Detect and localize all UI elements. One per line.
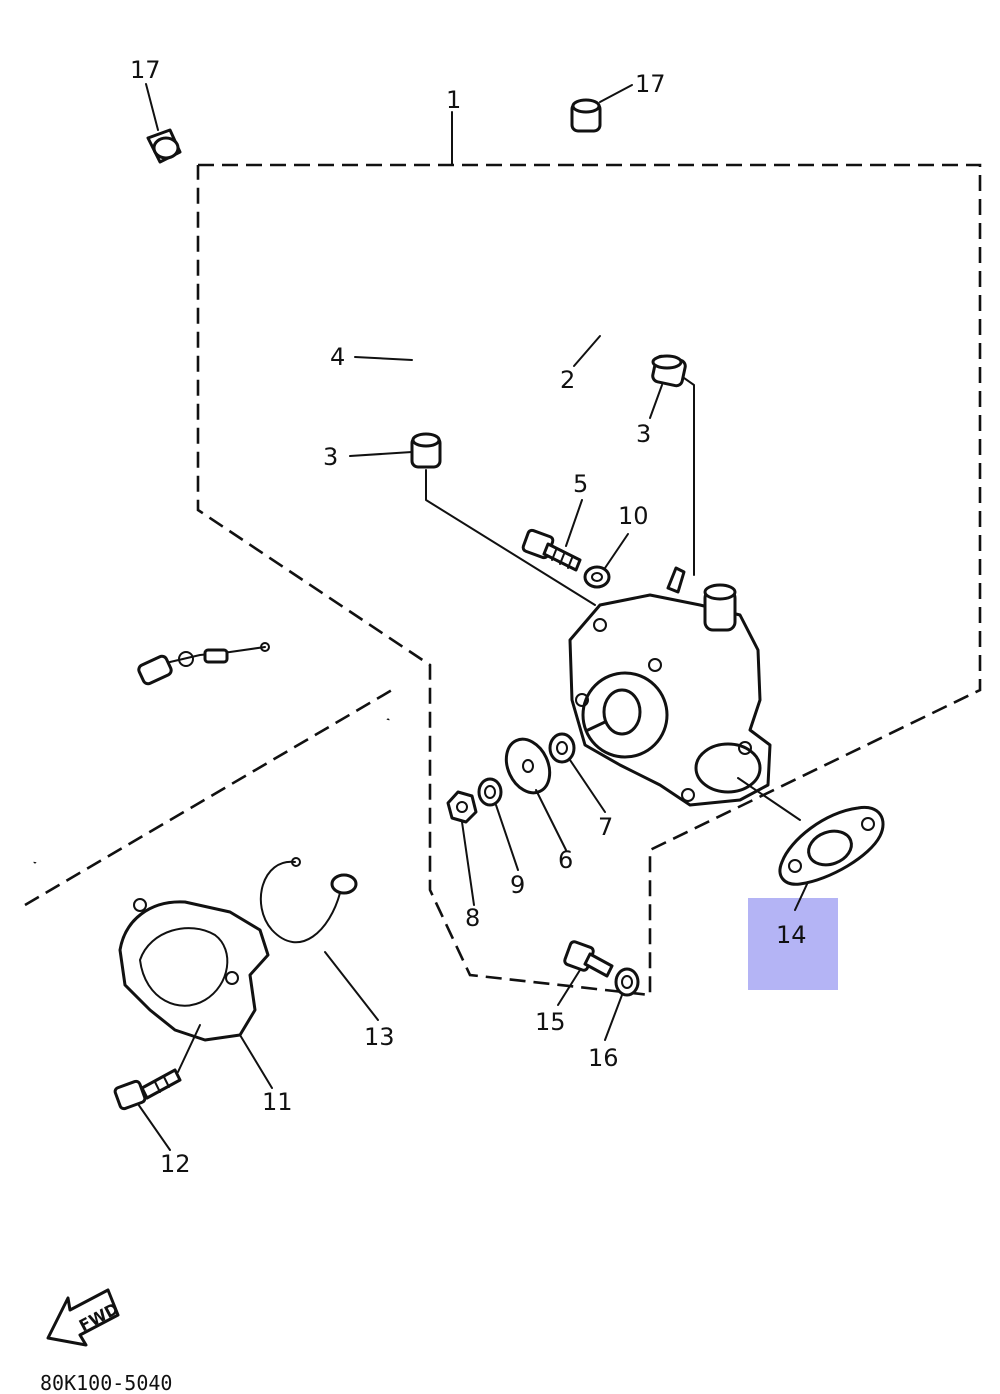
leader-6 bbox=[535, 789, 567, 851]
fwd-arrow-icon: FWD bbox=[46, 1288, 122, 1347]
part-7-washer[interactable] bbox=[548, 732, 576, 764]
leader-14-label bbox=[794, 881, 809, 911]
leader-7 bbox=[569, 759, 606, 813]
leader-12-to-cover bbox=[177, 1024, 201, 1073]
part-14-gasket[interactable] bbox=[778, 805, 885, 886]
callout-17-left: 17 bbox=[130, 56, 161, 84]
leader-9 bbox=[495, 804, 519, 871]
part-14-highlight[interactable] bbox=[748, 898, 838, 990]
part-8-nut[interactable] bbox=[446, 790, 478, 824]
part-2-hose[interactable] bbox=[576, 174, 646, 358]
part-15-bolt[interactable] bbox=[563, 940, 614, 978]
leader-17-right bbox=[599, 84, 633, 103]
part-17-cap-left[interactable] bbox=[146, 128, 182, 164]
leader-16 bbox=[604, 994, 623, 1041]
drawing-code: 80K100-5040 bbox=[40, 1371, 172, 1394]
leader-17-left bbox=[145, 83, 159, 131]
part-16-washer[interactable] bbox=[614, 967, 640, 997]
leader-10 bbox=[604, 533, 629, 569]
callout-15: 15 bbox=[535, 1008, 566, 1036]
part-6-disc[interactable] bbox=[498, 732, 558, 800]
callout-11: 11 bbox=[262, 1088, 293, 1116]
callout-13: 13 bbox=[364, 1023, 395, 1051]
callout-5: 5 bbox=[573, 470, 588, 498]
callout-6: 6 bbox=[558, 846, 573, 874]
callout-1: 1 bbox=[446, 86, 461, 114]
throttle-cable[interactable] bbox=[31, 642, 270, 864]
hose-route-left bbox=[425, 469, 596, 606]
part-9-washer[interactable] bbox=[477, 777, 503, 807]
callout-16: 16 bbox=[588, 1044, 619, 1072]
leader-11 bbox=[239, 1034, 273, 1089]
assembly-boundary bbox=[196, 163, 982, 997]
callout-3-right: 3 bbox=[636, 420, 651, 448]
callout-8: 8 bbox=[465, 904, 480, 932]
leader-15 bbox=[557, 969, 581, 1006]
leader-14 bbox=[737, 777, 801, 821]
leader-3-left bbox=[349, 451, 413, 457]
leader-13 bbox=[324, 951, 379, 1021]
callout-7: 7 bbox=[598, 813, 613, 841]
part-3-joint-left[interactable] bbox=[410, 432, 442, 469]
part-3-joint-right[interactable] bbox=[651, 354, 687, 388]
leader-8 bbox=[461, 821, 475, 906]
part-5-bolt[interactable] bbox=[521, 528, 582, 572]
callout-3-left: 3 bbox=[323, 443, 338, 471]
pump-body[interactable] bbox=[568, 566, 772, 807]
part-17-cap-right[interactable] bbox=[570, 98, 602, 133]
callout-9: 9 bbox=[510, 871, 525, 899]
callout-17-right: 17 bbox=[635, 70, 666, 98]
leader-4 bbox=[354, 356, 413, 361]
callout-2: 2 bbox=[560, 366, 575, 394]
callout-12: 12 bbox=[160, 1150, 191, 1178]
leader-3-right bbox=[649, 384, 663, 419]
callout-10: 10 bbox=[618, 502, 649, 530]
leader-5 bbox=[565, 499, 583, 547]
part-4-hose[interactable] bbox=[209, 172, 432, 426]
part-12-bolt[interactable] bbox=[113, 1068, 182, 1111]
callout-14: 14 bbox=[776, 921, 807, 949]
leader-2 bbox=[573, 335, 601, 367]
part-10-washer[interactable] bbox=[583, 565, 611, 589]
hose-route-right bbox=[683, 377, 695, 576]
leader-12 bbox=[137, 1103, 171, 1151]
part-13-cable[interactable] bbox=[259, 718, 391, 944]
callout-4: 4 bbox=[330, 343, 345, 371]
part-11-cover[interactable] bbox=[118, 898, 270, 1042]
